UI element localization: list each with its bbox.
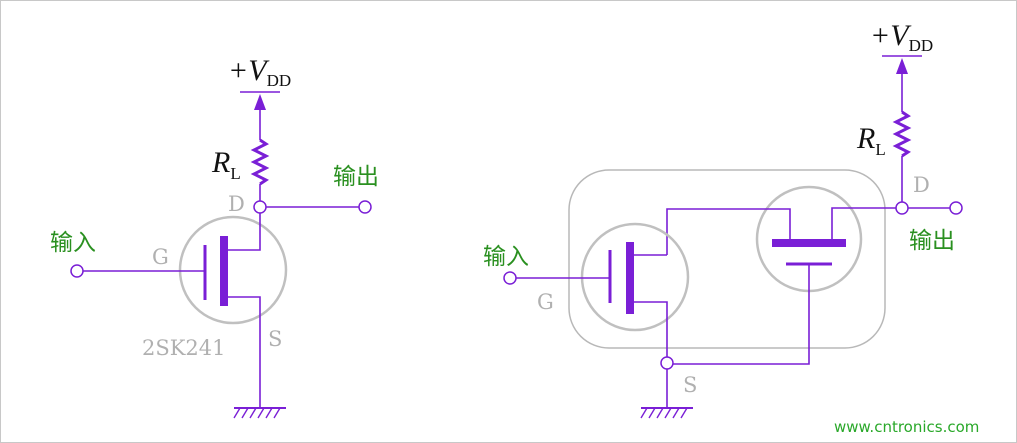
left-source-lead — [228, 296, 261, 408]
right-drain-label: D — [913, 173, 930, 197]
left-resistor-icon — [252, 138, 268, 186]
left-supply-arrow-icon — [254, 94, 266, 110]
right-output-terminal — [949, 201, 963, 215]
left-drain-lead — [228, 213, 261, 251]
right-first-source-lead — [634, 301, 668, 357]
left-resistor-label: RL — [211, 146, 241, 183]
left-source-label: S — [268, 327, 282, 351]
right-interconnect-wire — [666, 208, 791, 255]
right-resistor-icon — [894, 110, 910, 158]
right-second-gate-lead — [667, 264, 810, 365]
right-package-outline — [568, 169, 886, 349]
left-drain-label: D — [228, 192, 245, 216]
left-ground-icon — [233, 407, 286, 419]
right-supply-label: +VDD — [870, 19, 933, 55]
right-source-node — [660, 356, 674, 370]
right-ground-icon — [640, 407, 693, 419]
left-part-number: 2SK241 — [142, 336, 226, 360]
right-resistor-label: RL — [856, 122, 886, 159]
left-input-terminal — [70, 264, 84, 278]
right-second-drain-lead — [831, 207, 896, 239]
left-supply-label: +VDD — [228, 54, 291, 90]
right-gate-label: G — [537, 290, 554, 314]
right-source-label: S — [683, 373, 697, 397]
left-output-label: 输出 — [333, 164, 379, 190]
left-gate-label: G — [152, 245, 169, 269]
left-output-terminal — [358, 200, 372, 214]
right-output-label: 输出 — [909, 228, 955, 254]
right-first-transistor-circle — [580, 222, 690, 332]
watermark: www.cntronics.com — [834, 418, 979, 436]
left-circuit — [70, 91, 372, 419]
right-input-label: 输入 — [483, 244, 529, 270]
right-circuit — [503, 55, 963, 419]
right-input-terminal — [503, 271, 517, 285]
left-input-label: 输入 — [50, 230, 96, 256]
right-supply-arrow-icon — [896, 58, 908, 74]
right-drain-node — [895, 201, 909, 215]
left-transistor-circle — [178, 215, 288, 325]
left-drain-node — [253, 200, 267, 214]
